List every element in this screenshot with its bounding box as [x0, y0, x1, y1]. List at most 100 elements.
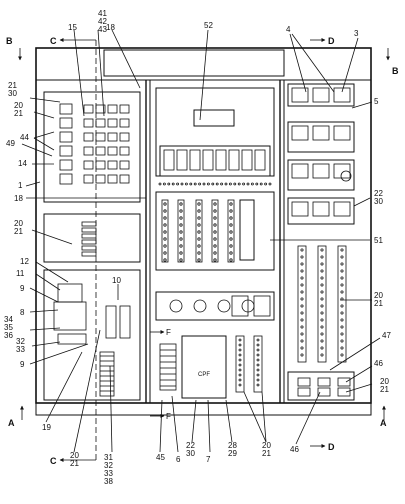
- fuse-block-0: [105, 305, 117, 339]
- callout-9-left-a: 9: [20, 284, 25, 293]
- right-relay-0-2: [333, 87, 351, 103]
- cable-dot-0-3: [238, 353, 242, 357]
- rail-dot-12: [211, 182, 215, 186]
- right-strip-dot-1-6: [320, 290, 324, 294]
- section-d-top: D: [328, 36, 335, 46]
- terminal-screw-4-0: [229, 202, 233, 206]
- fuse-block-1: [119, 305, 131, 339]
- callout-32-bottom: 32: [104, 461, 113, 470]
- fuse-holder-4-0: [83, 160, 94, 170]
- callout-11: 11: [16, 269, 25, 278]
- right-relay-row-2: [287, 159, 355, 191]
- leader-4b: [291, 33, 335, 93]
- right-strip-dot-1-5: [320, 283, 324, 287]
- right-relay-1-1: [312, 125, 330, 141]
- relay-module-3: [202, 149, 214, 171]
- terminal-screw-0-1: [163, 209, 167, 213]
- right-relay-2-0: [291, 163, 309, 179]
- leader-3: [341, 37, 359, 93]
- right-strip-dot-0-11: [300, 325, 304, 329]
- right-relay-1-0: [291, 125, 309, 141]
- right-strip-dot-0-5: [300, 283, 304, 287]
- cable-dot-1-3: [256, 353, 260, 357]
- terminal-block-left-2: [59, 131, 73, 143]
- rail-dot-24: [264, 182, 268, 186]
- fuse-holder-2-0: [83, 132, 94, 142]
- transformer: [53, 301, 87, 331]
- terminal-strip-4: [227, 199, 235, 263]
- terminal-screw-2-6: [197, 244, 201, 248]
- callout-33: 33: [16, 345, 25, 354]
- terminal-screw-1-4: [179, 230, 183, 234]
- terminal-block-left-5: [59, 173, 73, 185]
- mount-bracket: [57, 333, 87, 345]
- breaker-1: [253, 295, 271, 317]
- terminal-block-left-4: [59, 159, 73, 171]
- right-strip-dot-0-4: [300, 276, 304, 280]
- callout-7: 7: [206, 455, 211, 464]
- terminal-strip-1: [177, 199, 185, 263]
- fuse-holder-0-2: [107, 104, 118, 114]
- right-strip-dot-1-2: [320, 262, 324, 266]
- cable-dot-1-5: [256, 363, 260, 367]
- terminal-screw-4-4: [229, 230, 233, 234]
- callout-21-left: 21: [8, 81, 17, 90]
- relay-strip: [159, 145, 271, 177]
- cable-dot-0-8: [238, 378, 242, 382]
- callout-33-bottom: 33: [104, 469, 113, 478]
- leader-20-21-mid: [31, 229, 73, 245]
- terminal-screw-3-6: [213, 244, 217, 248]
- callout-52: 52: [204, 21, 213, 30]
- callout-20-left-b: 20: [14, 219, 23, 228]
- fuse-holder-3-2: [107, 146, 118, 156]
- cable-strip-1: [253, 335, 263, 393]
- terminal-screw-2-3: [197, 223, 201, 227]
- rail-dot-0: [158, 182, 162, 186]
- callout-21-left-b: 21: [14, 227, 23, 236]
- terminal-screw-3-7: [213, 251, 217, 255]
- cable-dot-1-8: [256, 378, 260, 382]
- right-strip-dot-2-13: [340, 339, 344, 343]
- callout-21-bottom: 21: [70, 459, 79, 468]
- right-strip-dot-0-0: [300, 248, 304, 252]
- callout-31: 31: [104, 453, 113, 462]
- mid-connector-3: [81, 239, 97, 245]
- leader-18-top: [111, 29, 141, 89]
- terminal-screw-4-2: [229, 216, 233, 220]
- terminal-screw-4-5: [229, 237, 233, 241]
- callout-46-right: 46: [374, 359, 383, 368]
- terminal-screw-3-8: [213, 258, 217, 262]
- right-relay-row-1: [287, 121, 355, 153]
- right-relay-3-0: [291, 201, 309, 217]
- right-strip-dot-2-9: [340, 311, 344, 315]
- mid-connector-1: [81, 227, 97, 233]
- rail-dot-5: [180, 182, 184, 186]
- terminal-screw-3-2: [213, 216, 217, 220]
- section-b-left: B: [6, 36, 13, 46]
- fuse-holder-0-3: [119, 104, 130, 114]
- leader-28-29: [225, 399, 233, 443]
- fuse-holder-2-1: [95, 132, 106, 142]
- terminal-screw-0-6: [163, 244, 167, 248]
- terminal-screw-2-2: [197, 216, 201, 220]
- callout-36: 36: [4, 331, 13, 340]
- rail-dot-18: [237, 182, 241, 186]
- bottom-fuse-b-2: [337, 387, 351, 397]
- fuse-holder-1-3: [119, 118, 130, 128]
- cable-dot-0-9: [238, 383, 242, 387]
- right-strip-dot-2-2: [340, 262, 344, 266]
- rail-dot-2: [167, 182, 171, 186]
- section-a-right: A: [380, 418, 387, 428]
- terminal-screw-4-7: [229, 251, 233, 255]
- section-b-right: B: [392, 66, 399, 76]
- cable-dot-1-0: [256, 338, 260, 342]
- leader-20-21-b2: [261, 391, 267, 443]
- rail-dot-3: [171, 182, 175, 186]
- relay-module-0: [163, 149, 175, 171]
- right-strip-dot-2-10: [340, 318, 344, 322]
- left-lower-panel: [43, 269, 141, 401]
- relay-module-1: [176, 149, 188, 171]
- leader-11: [35, 273, 61, 291]
- section-c-bottom: C: [50, 456, 57, 466]
